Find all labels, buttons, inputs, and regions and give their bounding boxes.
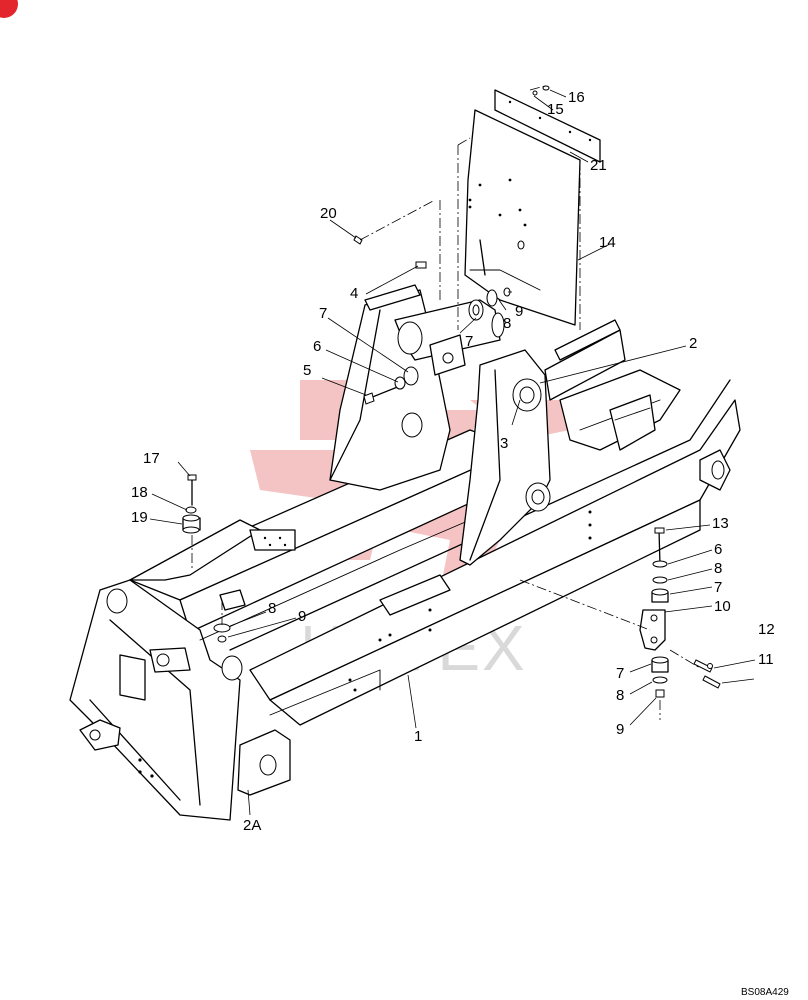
callout-9-panel: 9 <box>515 303 523 320</box>
callout-7-panel: 7 <box>465 333 473 350</box>
left-lower-washers <box>213 623 231 643</box>
callout-8-left: 8 <box>268 600 276 617</box>
callout-7-right: 7 <box>714 579 722 596</box>
callout-7-lower: 7 <box>616 665 624 682</box>
callout-9-lower: 9 <box>616 721 624 738</box>
callout-10: 10 <box>714 598 731 615</box>
drawing-code: BS08A429 <box>741 987 789 998</box>
leader-lines <box>149 89 756 816</box>
callout-6-right: 6 <box>714 541 722 558</box>
corner-badge <box>0 0 18 18</box>
left-rail-bracket <box>129 519 296 581</box>
left-mount-hardware <box>182 474 201 534</box>
rear-tower <box>459 319 626 566</box>
callout-9-left: 9 <box>298 608 306 625</box>
callout-3: 3 <box>500 435 508 452</box>
callout-20: 20 <box>320 205 337 222</box>
callout-8-lower: 8 <box>616 687 624 704</box>
rear-deck <box>559 369 681 451</box>
callout-19: 19 <box>131 509 148 526</box>
callout-6-upper: 6 <box>313 338 321 355</box>
callout-15: 15 <box>547 101 564 118</box>
callout-4: 4 <box>350 285 358 302</box>
callout-21: 21 <box>590 157 607 174</box>
callout-7-upper: 7 <box>319 305 327 322</box>
panel-hardware <box>468 287 511 321</box>
callout-13: 13 <box>712 515 729 532</box>
right-rail-bracket <box>219 574 451 616</box>
mount-hardware-stack <box>639 527 721 698</box>
callouts: 1 2 2A 3 4 5 6 7 7 8 9 14 21 15 16 20 17… <box>131 89 775 834</box>
callout-17: 17 <box>143 450 160 467</box>
callout-5: 5 <box>303 362 311 379</box>
callout-11: 11 <box>758 651 774 668</box>
rear-panel <box>464 89 601 326</box>
callout-2a: 2A <box>243 817 261 834</box>
callout-8-panel: 8 <box>503 315 511 332</box>
callout-14: 14 <box>599 234 616 251</box>
callout-12: 12 <box>758 621 775 638</box>
assembly-lines <box>191 85 701 720</box>
callout-16: 16 <box>568 89 585 106</box>
callout-18: 18 <box>131 484 148 501</box>
callout-2: 2 <box>689 335 697 352</box>
callout-8-right: 8 <box>714 560 722 577</box>
callout-1: 1 <box>414 728 422 745</box>
